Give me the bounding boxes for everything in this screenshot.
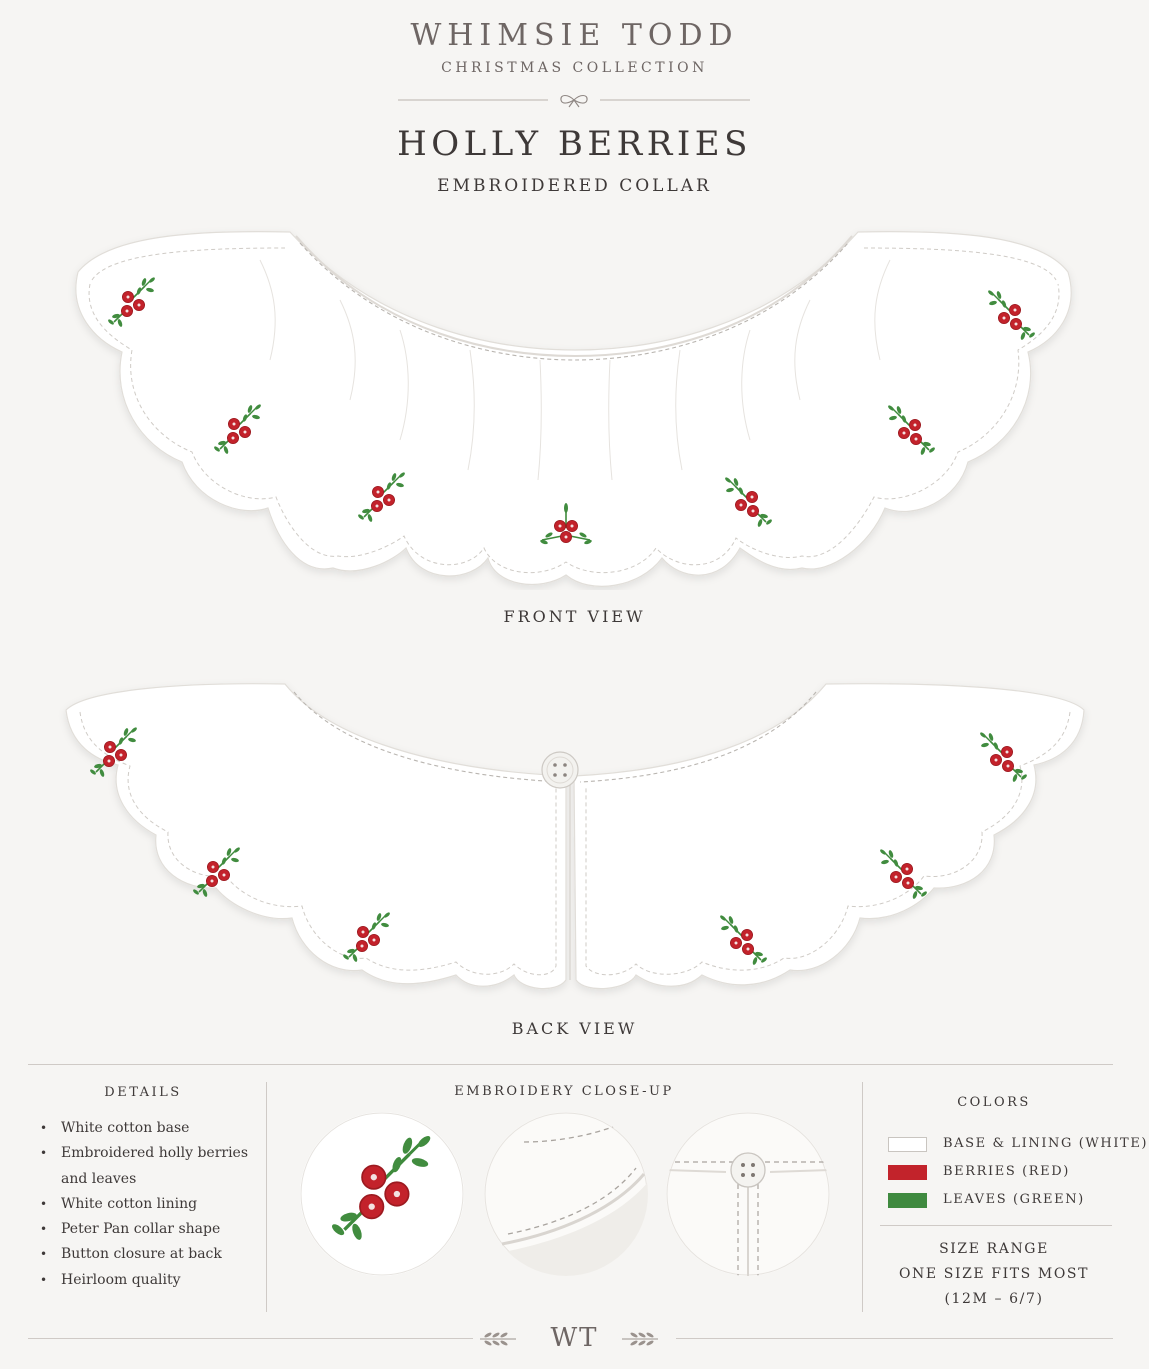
details-heading: DETAILS xyxy=(104,1085,182,1100)
details-item: Embroidered holly berries xyxy=(40,1141,248,1167)
footer-rule-right xyxy=(676,1338,1113,1339)
laurel-right-icon xyxy=(622,1332,658,1346)
swatch-green-label: LEAVES (GREEN) xyxy=(943,1192,1085,1207)
swatch-green xyxy=(888,1193,927,1208)
details-item-continued: and leaves xyxy=(61,1170,137,1187)
collar-back-left-panel xyxy=(65,683,567,990)
back-view-collar xyxy=(65,683,1085,990)
bow-icon xyxy=(560,94,588,108)
collar-button xyxy=(541,751,579,789)
size-line1: ONE SIZE FITS MOST xyxy=(898,1266,1090,1282)
details-item: White cotton base xyxy=(40,1116,248,1142)
details-item: Heirloom quality xyxy=(40,1268,248,1294)
column-divider xyxy=(266,1082,267,1312)
closeup-berries xyxy=(300,1112,464,1276)
swatch-white xyxy=(888,1137,927,1152)
collar-back-right-panel xyxy=(573,683,1085,990)
closeup-heading: EMBROIDERY CLOSE-UP xyxy=(454,1084,674,1099)
details-list: White cotton base Embroidered holly berr… xyxy=(40,1116,248,1293)
collection-name: CHRISTMAS COLLECTION xyxy=(441,60,708,76)
colors-divider xyxy=(880,1225,1112,1226)
details-item: Peter Pan collar shape xyxy=(40,1217,248,1243)
back-view-label: BACK VIEW xyxy=(511,1019,638,1038)
swatch-red xyxy=(888,1165,927,1180)
footer-monogram: WT xyxy=(550,1323,599,1353)
product-subtitle: EMBROIDERED COLLAR xyxy=(437,176,712,196)
swatch-red-label: BERRIES (RED) xyxy=(943,1164,1070,1179)
footer-rule-left xyxy=(28,1338,473,1339)
front-view-label: FRONT VIEW xyxy=(503,607,646,626)
swatch-white-label: BASE & LINING (WHITE) xyxy=(943,1136,1149,1151)
section-divider xyxy=(28,1064,1113,1065)
collar-front-shape xyxy=(75,231,1072,587)
details-item: Button closure at back xyxy=(40,1242,248,1268)
header-divider xyxy=(398,94,750,108)
closeup-stitching xyxy=(484,1112,648,1276)
front-view-collar xyxy=(75,231,1072,587)
size-heading: SIZE RANGE xyxy=(939,1241,1049,1257)
product-title: HOLLY BERRIES xyxy=(397,124,752,164)
colors-heading: COLORS xyxy=(957,1095,1031,1110)
brand-name: WHIMSIE TODD xyxy=(410,18,739,53)
closeup-button xyxy=(666,1112,830,1276)
size-line2: (12M – 6/7) xyxy=(944,1291,1044,1307)
laurel-left-icon xyxy=(480,1332,516,1346)
column-divider xyxy=(862,1082,863,1312)
details-item: White cotton lining xyxy=(40,1192,248,1218)
